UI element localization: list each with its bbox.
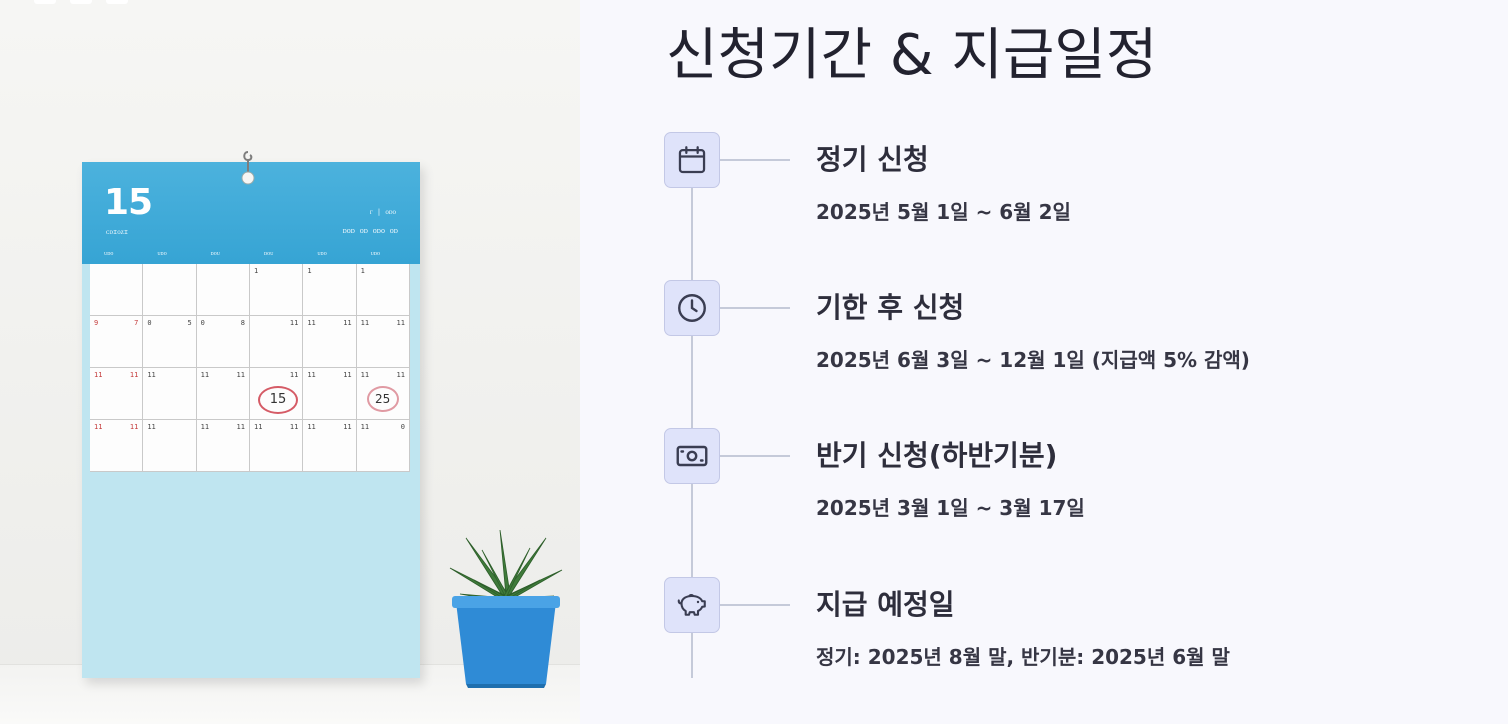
icon-box: [664, 428, 720, 484]
icon-box: [664, 132, 720, 188]
step-detail: 정기: 2025년 8월 말, 반기분: 2025년 6월 말: [816, 645, 1230, 669]
icon-box: [664, 280, 720, 336]
calendar-icon: [678, 146, 706, 174]
step-heading: 기한 후 신청: [816, 291, 965, 324]
calendar-big-number: 15: [104, 182, 153, 223]
page-title: 신청기간 & 지급일정: [666, 23, 1158, 88]
calendar-caption: ᴄᴅɪᴏᴢɪ: [106, 228, 129, 236]
calendar-caption-right: ᴦ | ᴏᴅᴏ: [369, 208, 396, 216]
timeline-step-half-year: 반기 신청(하반기분) 2025년 3월 1일 ~ 3월 17일: [664, 428, 1464, 520]
timeline-step-late: 기한 후 신청 2025년 6월 3일 ~ 12월 1일 (지급액 5% 감액): [664, 280, 1464, 372]
photo-top-edge: [34, 0, 154, 4]
piggy-bank-icon: [677, 594, 706, 616]
step-heading: 지급 예정일: [816, 588, 955, 621]
step-detail: 2025년 3월 1일 ~ 3월 17일: [816, 496, 1085, 520]
timeline-step-regular: 정기 신청 2025년 5월 1일 ~ 6월 2일: [664, 132, 1464, 224]
connector-line: [720, 307, 790, 309]
timeline-step-payment: 지급 예정일 정기: 2025년 8월 말, 반기분: 2025년 6월 말: [664, 577, 1464, 669]
step-detail: 2025년 5월 1일 ~ 6월 2일: [816, 200, 1071, 224]
connector-line: [720, 604, 790, 606]
step-heading: 반기 신청(하반기분): [816, 439, 1058, 472]
calendar-hook-icon: [241, 151, 255, 185]
circled-date: 25: [366, 386, 399, 412]
circled-date: 15: [257, 386, 298, 414]
calendar-caption-right-2: ᴅᴏᴅ ᴏᴅ ᴏᴅᴏ ᴏᴅ: [342, 226, 398, 235]
step-detail: 2025년 6월 3일 ~ 12월 1일 (지급액 5% 감액): [816, 348, 1250, 372]
money-icon: [676, 445, 708, 467]
succulent-plant-icon: [449, 529, 563, 688]
clock-icon: [678, 294, 706, 322]
timeline-line: [691, 160, 693, 678]
connector-line: [720, 159, 790, 161]
step-heading: 정기 신청: [816, 143, 929, 176]
icon-box: [664, 577, 720, 633]
connector-line: [720, 455, 790, 457]
